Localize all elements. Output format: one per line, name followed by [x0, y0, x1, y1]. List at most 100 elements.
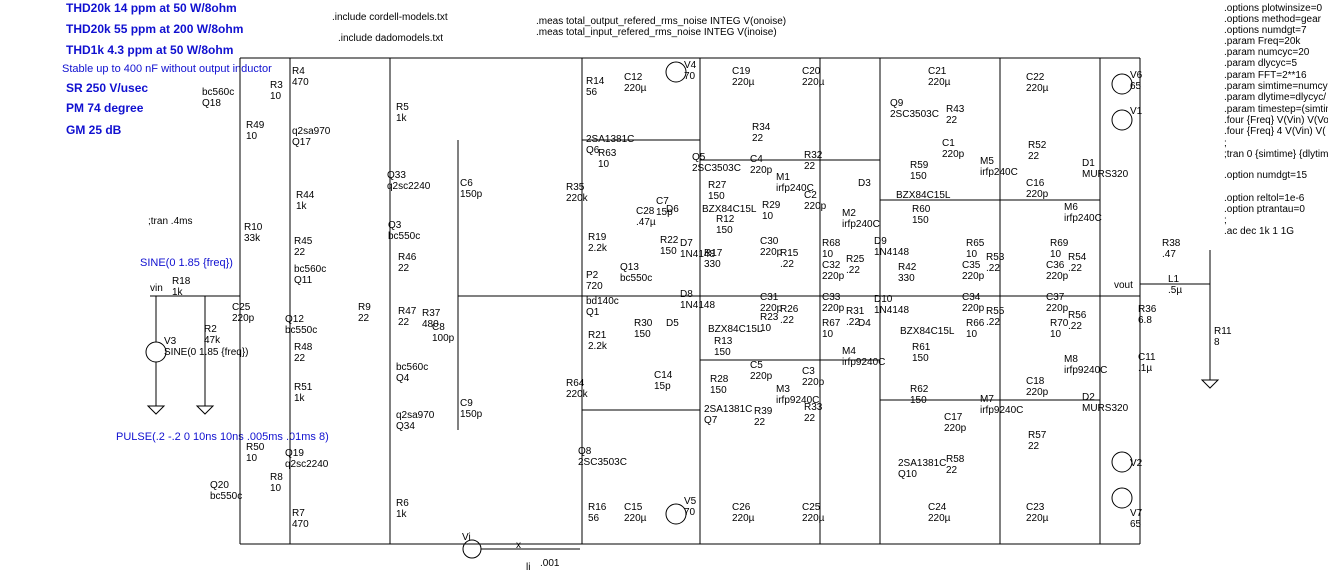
- component-r56: R56.22: [1068, 310, 1087, 332]
- component-label: C32: [822, 260, 841, 271]
- component-label: C12: [624, 72, 643, 83]
- component-d3: D3: [858, 178, 871, 189]
- component-label: R44: [296, 190, 315, 201]
- component-label: C26: [732, 502, 751, 513]
- right-directives: .options plotwinsize=0.options method=ge…: [1224, 3, 1328, 237]
- component-label: bc560c: [396, 362, 428, 373]
- component-label: R21: [588, 330, 607, 341]
- component-v1: V1: [1130, 106, 1143, 117]
- component-label: 150: [912, 215, 929, 226]
- right-directive-line: .param dlycyc=5: [1224, 58, 1298, 69]
- component-label: D6: [666, 204, 679, 215]
- component-label: irfp9240C: [980, 405, 1023, 416]
- component-label: D7: [680, 238, 693, 249]
- component-label: 22: [294, 247, 306, 258]
- right-directive-line: .param FFT=2**16: [1224, 70, 1307, 81]
- component-label: 22: [946, 465, 958, 476]
- component-label: R67: [822, 318, 841, 329]
- component-label: 1N4148: [874, 305, 909, 316]
- component-label: q2sc2240: [387, 181, 431, 192]
- component-bzx4: BZX84C15L: [900, 326, 955, 337]
- component-label: 22: [398, 263, 410, 274]
- component-label: D2: [1082, 392, 1095, 403]
- component-label: .22: [780, 259, 794, 270]
- right-directive-line: .param Freq=20k: [1224, 36, 1301, 47]
- component-label: 220p: [944, 423, 967, 434]
- component-label: Q11: [294, 275, 313, 286]
- component-label: 220µ: [732, 513, 755, 524]
- note-phase-margin: PM 74 degree: [66, 101, 144, 115]
- component-label: M8: [1064, 354, 1078, 365]
- component-label: R36: [1138, 304, 1157, 315]
- component-label: R51: [294, 382, 313, 393]
- component-label: R16: [588, 502, 607, 513]
- net-vin: vin: [150, 283, 163, 294]
- note-thd20k-50w: THD20k 14 ppm at 50 W/8ohm: [66, 1, 237, 15]
- component-label: q2sc2240: [285, 459, 329, 470]
- component-label: 220k: [566, 389, 589, 400]
- component-label: 470: [292, 77, 309, 88]
- component-label: D4: [858, 318, 871, 329]
- note-slew-rate: SR 250 V/usec: [66, 81, 148, 95]
- component-label: C5: [750, 360, 763, 371]
- component-d6: D6: [666, 204, 679, 215]
- component-label: M7: [980, 394, 994, 405]
- component-label: 6.8: [1138, 315, 1152, 326]
- component-label: V7: [1130, 508, 1143, 519]
- component-label: MURS320: [1082, 169, 1129, 180]
- component-label: 2SC3503C: [692, 163, 741, 174]
- component-label: .1µ: [1138, 363, 1152, 374]
- component-label: 220p: [1026, 387, 1049, 398]
- component-label: 220p: [804, 201, 827, 212]
- component-label: 150: [710, 385, 727, 396]
- component-label: 1N4148: [680, 300, 715, 311]
- component-label: R56: [1068, 310, 1087, 321]
- component-label: Q10: [898, 469, 917, 480]
- component-label: R66: [966, 318, 985, 329]
- component-label: bc550c: [620, 273, 652, 284]
- component-label: .001: [540, 558, 560, 569]
- component-label: 220µ: [802, 513, 825, 524]
- component-label: C36: [1046, 260, 1065, 271]
- component-label: 56: [586, 87, 598, 98]
- component-label: Q13: [620, 262, 639, 273]
- component-label: M1: [776, 172, 790, 183]
- v6-source-symbol: [1111, 73, 1133, 95]
- component-r38: R38.47: [1162, 238, 1181, 260]
- component-label: R34: [752, 122, 771, 133]
- component-label: R35: [566, 182, 585, 193]
- component-label: 1N4148: [874, 247, 909, 258]
- component-label: 220k: [566, 193, 589, 204]
- component-rser: .001: [540, 558, 560, 569]
